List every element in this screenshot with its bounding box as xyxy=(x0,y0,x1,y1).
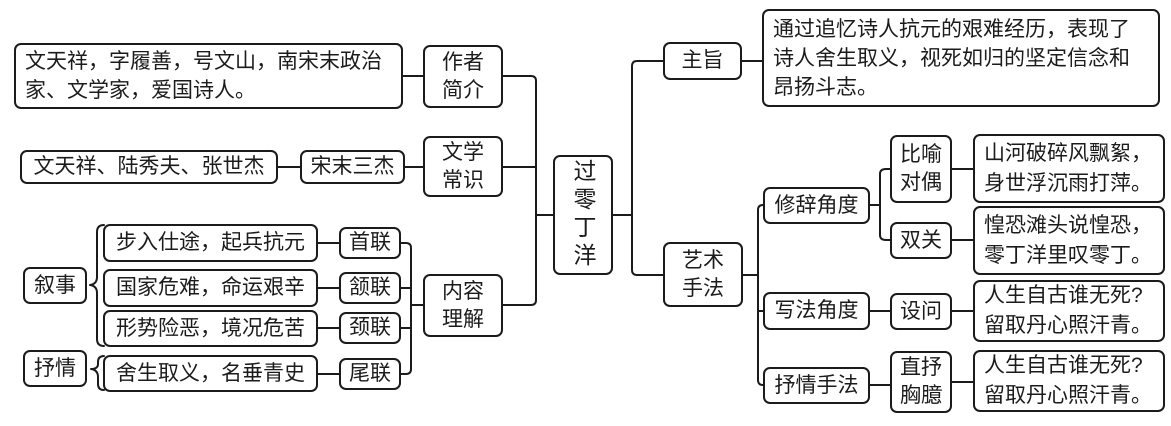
author-desc-line: 文天祥，字履善，号文山，南宋末政治 xyxy=(25,50,382,73)
metaphor-parallel-label-line: 对偶 xyxy=(900,171,942,194)
theme-desc-line: 通过追忆诗人抗元的艰难经历，表现了 xyxy=(773,17,1130,41)
poem-quote-line: 留取丹心照汗青。 xyxy=(984,384,1152,407)
author-intro-label-line: 简介 xyxy=(442,78,484,102)
couplet-label-jinglian: 颈联 xyxy=(339,312,401,344)
poem-quote-box: 人生自古谁无死? 留取丹心照汗青。 xyxy=(973,350,1165,412)
direct-expression-label: 直抒 胸臆 xyxy=(890,351,952,413)
author-intro-label-line: 作者 xyxy=(442,50,484,74)
narrative-label: 叙事 xyxy=(23,267,87,304)
content-row-text: 形势险恶，境况危苦 xyxy=(103,310,318,347)
content-understanding-label-line: 理解 xyxy=(442,307,484,331)
author-intro-label: 作者 简介 xyxy=(423,45,503,108)
literary-knowledge-label: 文学 常识 xyxy=(423,136,503,197)
rhetorical-question-label: 设问 xyxy=(890,293,952,330)
couplet-label-weilian: 尾联 xyxy=(339,358,401,390)
poem-quote-line: 留取丹心照汗青。 xyxy=(984,314,1152,337)
theme-desc-box: 通过追忆诗人抗元的艰难经历，表现了 诗人舍生取义，视死如归的坚定信念和 昂扬斗志… xyxy=(762,9,1160,107)
content-row-text: 舍生取义，名垂青史 xyxy=(103,355,318,392)
content-row-text: 步入仕途，起兵抗元 xyxy=(103,224,318,262)
poem-quote-box: 惶恐滩头说惶恐， 零丁洋里叹零丁。 xyxy=(973,206,1165,275)
author-desc-line: 家、文学家，爱国诗人。 xyxy=(25,79,256,102)
direct-expression-label-line: 胸臆 xyxy=(900,384,942,407)
couplet-label-hanlian: 颔联 xyxy=(339,272,401,304)
rhetoric-angle-label: 修辞角度 xyxy=(763,187,870,224)
artistic-technique-label-line: 手法 xyxy=(682,276,724,300)
content-understanding-label: 内容 理解 xyxy=(423,274,503,337)
content-row-text: 国家危难，命运艰辛 xyxy=(103,269,318,307)
poem-quote-line: 山河破碎风飘絮， xyxy=(984,141,1152,165)
metaphor-parallel-label: 比喻 对偶 xyxy=(890,135,952,203)
artistic-technique-label-line: 艺术 xyxy=(682,248,724,272)
theme-desc-line: 昂扬斗志。 xyxy=(773,75,878,99)
theme-desc-line: 诗人舍生取义，视死如归的坚定信念和 xyxy=(773,46,1130,70)
literary-knowledge-label-line: 文学 xyxy=(442,140,484,164)
poem-quote-line: 人生自古谁无死? xyxy=(984,354,1143,377)
poem-quote-line: 人生自古谁无死? xyxy=(984,284,1143,307)
song-mo-san-jie-box: 宋末三杰 xyxy=(300,150,405,184)
literary-knowledge-label-line: 常识 xyxy=(442,168,484,192)
theme-label: 主旨 xyxy=(663,42,742,80)
three-heroes-names-box: 文天祥、陆秀夫、张世杰 xyxy=(20,150,278,184)
lyric-technique-label: 抒情手法 xyxy=(763,367,870,404)
author-desc-box: 文天祥，字履善，号文山，南宋末政治 家、文学家，爱国诗人。 xyxy=(14,43,403,109)
direct-expression-label-line: 直抒 xyxy=(900,356,942,379)
poem-quote-line: 惶恐滩头说惶恐， xyxy=(984,213,1152,237)
artistic-technique-label: 艺术 手法 xyxy=(663,242,743,307)
central-title-node: 过零丁洋 xyxy=(553,155,613,275)
pun-label: 双关 xyxy=(890,222,952,259)
poem-quote-box: 人生自古谁无死? 留取丹心照汗青。 xyxy=(973,280,1165,342)
poem-quote-line: 零丁洋里叹零丁。 xyxy=(984,243,1152,267)
writing-angle-label: 写法角度 xyxy=(763,292,870,330)
content-understanding-label-line: 内容 xyxy=(442,279,484,303)
poem-quote-box: 山河破碎风飘絮， 身世浮沉雨打萍。 xyxy=(973,134,1165,203)
poem-quote-line: 身世浮沉雨打萍。 xyxy=(984,171,1152,195)
lyric-label: 抒情 xyxy=(23,350,87,387)
metaphor-parallel-label-line: 比喻 xyxy=(900,143,942,166)
couplet-label-shoulian: 首联 xyxy=(339,227,401,259)
